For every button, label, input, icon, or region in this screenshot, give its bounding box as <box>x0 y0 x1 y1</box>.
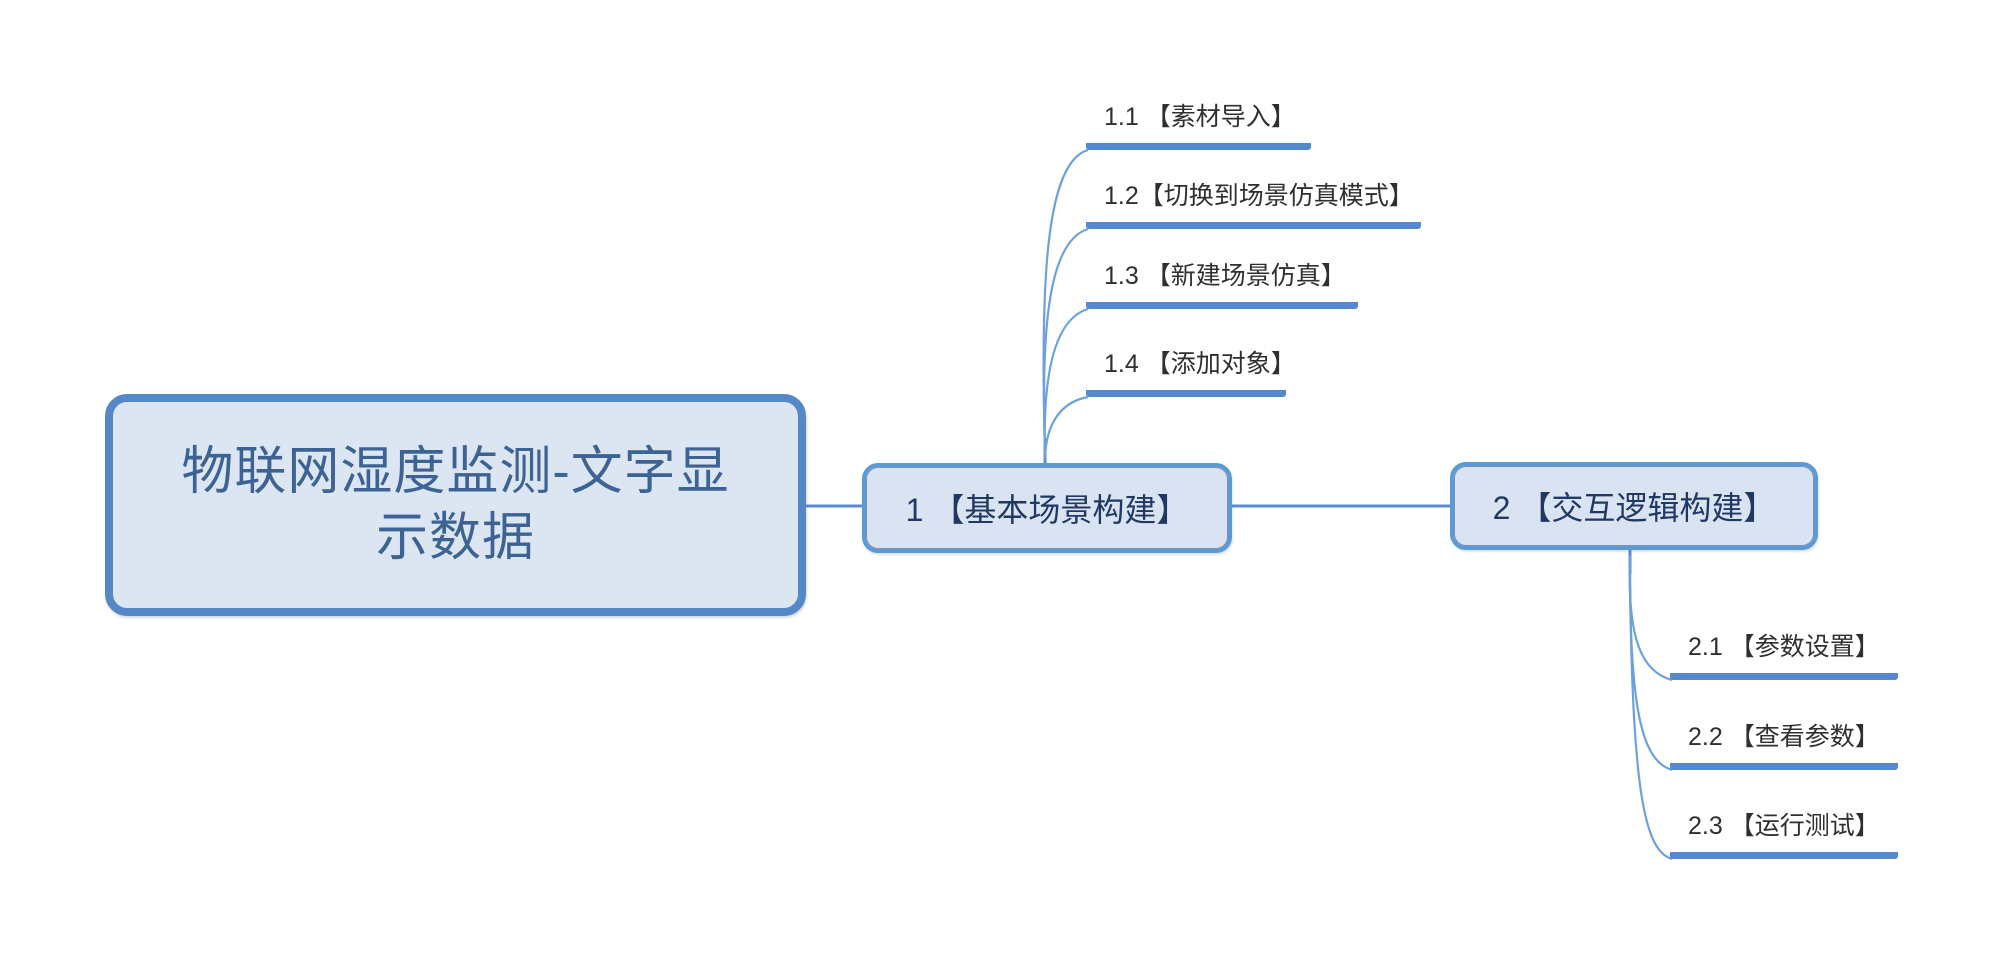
root-topic[interactable]: 物联网湿度监测-文字显示数据 <box>105 394 806 616</box>
sub-topic-2-2-label: 2.2 【查看参数】 <box>1688 723 1880 751</box>
curve-branch1-child3 <box>1043 307 1089 456</box>
curve-branch1-child2 <box>1042 227 1089 453</box>
curve-branch2-child3 <box>1628 555 1673 861</box>
sub-topic-1-1[interactable]: 1.1 【素材导入】 <box>1086 100 1311 150</box>
curve-branch1-child4 <box>1043 395 1089 459</box>
curve-branch1-child1 <box>1042 148 1089 453</box>
sub-topic-2-3[interactable]: 2.3 【运行测试】 <box>1670 809 1898 859</box>
sub-topic-1-4-label: 1.4 【添加对象】 <box>1104 350 1296 378</box>
branch-topic-1-label: 1 【基本场景构建】 <box>905 492 1189 528</box>
sub-topic-2-1[interactable]: 2.1 【参数设置】 <box>1670 630 1898 680</box>
sub-topic-2-1-label: 2.1 【参数设置】 <box>1688 633 1880 661</box>
sub-topic-2-2[interactable]: 2.2 【查看参数】 <box>1670 720 1898 770</box>
curve-branch2-child2 <box>1628 555 1673 772</box>
sub-topic-1-2-label: 1.2【切换到场景仿真模式】 <box>1104 182 1414 210</box>
sub-topic-1-4[interactable]: 1.4 【添加对象】 <box>1086 347 1296 397</box>
branch-topic-1[interactable]: 1 【基本场景构建】 <box>862 463 1232 553</box>
sub-topic-1-3[interactable]: 1.3 【新建场景仿真】 <box>1086 259 1358 309</box>
sub-topic-1-2[interactable]: 1.2【切换到场景仿真模式】 <box>1086 179 1421 229</box>
root-topic-label: 物联网湿度监测-文字显示数据 <box>181 443 730 567</box>
sub-topic-1-1-label: 1.1 【素材导入】 <box>1104 103 1296 131</box>
sub-topic-1-3-label: 1.3 【新建场景仿真】 <box>1104 262 1346 290</box>
branch-topic-2-label: 2 【交互逻辑构建】 <box>1492 490 1776 526</box>
sub-topic-2-3-label: 2.3 【运行测试】 <box>1688 812 1880 840</box>
curve-branch2-child1 <box>1628 555 1673 682</box>
branch-topic-2[interactable]: 2 【交互逻辑构建】 <box>1450 462 1818 550</box>
